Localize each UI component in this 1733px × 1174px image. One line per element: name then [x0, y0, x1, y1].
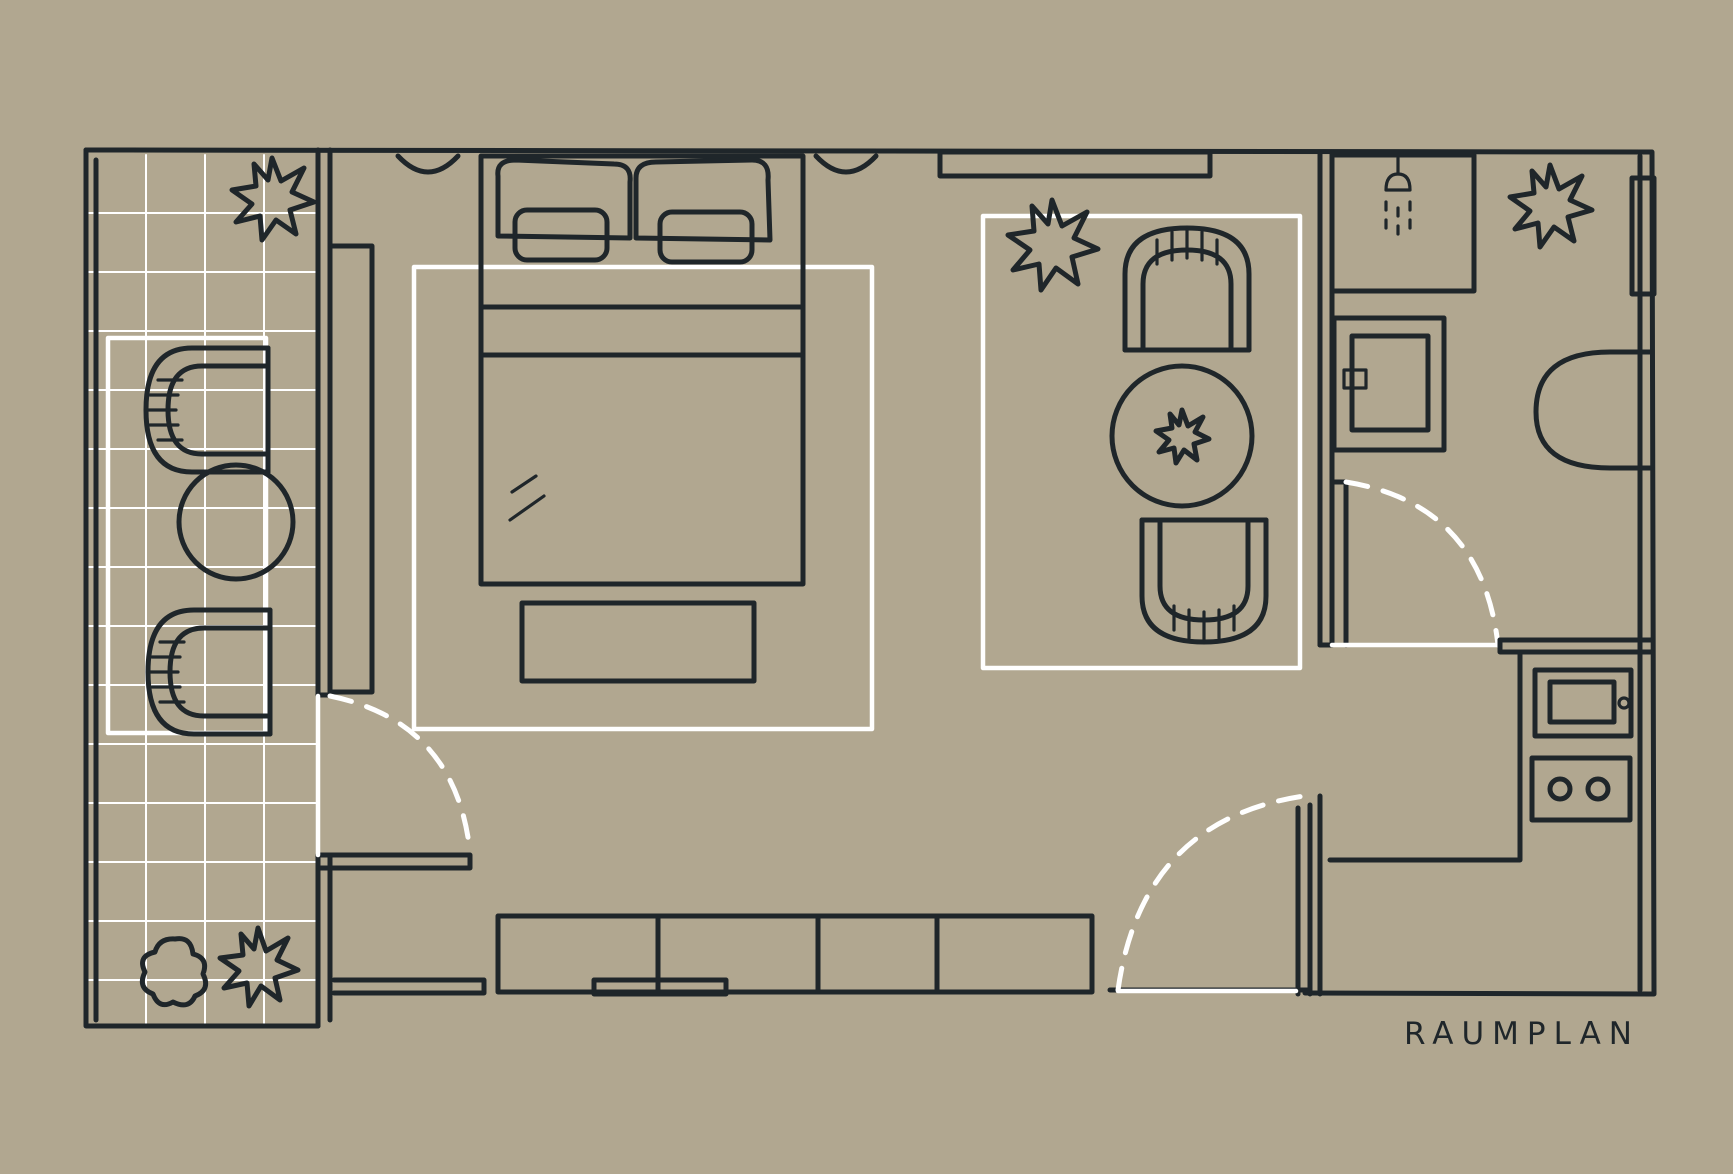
stove-icon [1529, 755, 1633, 823]
bedroom-curtain [813, 153, 879, 175]
bedroom-bench [519, 600, 757, 684]
plant-icon [217, 925, 301, 1009]
bed-icon [478, 153, 806, 587]
toilet-icon [1533, 349, 1655, 471]
armchair-icon [1122, 225, 1252, 353]
armchair-icon [143, 345, 271, 475]
hallway [315, 693, 1323, 997]
balcony-tile-grid [85, 154, 319, 1026]
bedroom-curtain [395, 153, 461, 175]
shower-tray [1329, 152, 1477, 294]
bathroom [1317, 149, 1657, 648]
wardrobe [495, 913, 1095, 995]
balcony-rug [105, 335, 269, 736]
bathroom-door-swing [1343, 479, 1501, 648]
kitchenette [1327, 637, 1655, 863]
plant-icon [229, 155, 317, 243]
pillow-icon [633, 157, 773, 265]
balcony-partition-wall [315, 147, 375, 1029]
dining-rug [980, 213, 1303, 671]
round-table-icon [176, 462, 296, 582]
plant-icon [139, 936, 209, 1008]
wall-shelf [937, 149, 1213, 179]
round-table-icon [1109, 363, 1255, 509]
bathroom-cabinet [1629, 175, 1657, 297]
armchair-icon [1139, 517, 1269, 645]
shower-icon [1384, 156, 1412, 236]
sink-icon [1331, 315, 1447, 453]
shoe-bench [591, 977, 729, 997]
plant-icon [1153, 407, 1212, 466]
living-dining [937, 149, 1303, 671]
bedroom-door-swing [327, 693, 473, 855]
microwave-icon [1532, 667, 1634, 739]
bedroom-rug [411, 264, 875, 732]
pillow-icon [495, 157, 633, 263]
plan-label: RAUMPLAN [1404, 1016, 1640, 1052]
armchair-icon [145, 607, 273, 737]
bedroom [395, 153, 879, 732]
plant-icon [1507, 162, 1595, 250]
balcony [85, 154, 319, 1026]
plant-icon [1005, 197, 1101, 293]
entrance-door-swing [1115, 793, 1307, 993]
